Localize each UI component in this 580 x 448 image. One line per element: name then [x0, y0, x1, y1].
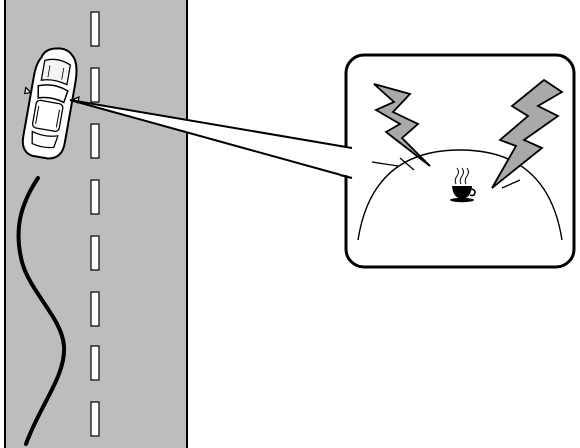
car-hood — [40, 58, 72, 86]
stress-line — [399, 157, 415, 171]
lane-dash — [90, 235, 100, 271]
stress-line — [371, 161, 399, 167]
cup-body — [452, 186, 472, 199]
callout-joint-line — [339, 174, 353, 179]
car-hood-line — [47, 65, 51, 78]
car-cabin — [31, 99, 64, 132]
callout-joint-line — [339, 145, 353, 149]
callout-bubble — [339, 53, 576, 269]
lane-dash — [90, 291, 100, 327]
stress-line — [501, 179, 521, 189]
car-seat-line — [55, 109, 60, 128]
car-rear-window — [31, 130, 59, 149]
left-lightning-icon — [373, 83, 431, 167]
swerving-path — [16, 176, 67, 446]
car-hood-line — [61, 67, 65, 80]
road-surface — [5, 0, 187, 448]
car-windshield — [37, 84, 69, 104]
lane-dash — [90, 67, 100, 103]
lane-dash — [90, 123, 100, 159]
lane-dash — [90, 401, 100, 437]
steam-line — [454, 167, 459, 185]
road — [4, 0, 188, 448]
steam-line — [464, 167, 469, 185]
lane-center-dashes — [90, 11, 100, 437]
callout-pointer-lower-line — [69, 99, 353, 179]
right-lightning-icon — [491, 78, 564, 189]
steam-line — [459, 167, 464, 185]
lane-dash — [90, 11, 100, 47]
cup-handle — [469, 188, 476, 197]
callout-joint — [340, 146, 356, 177]
car — [21, 47, 80, 160]
driver-head-arc — [357, 149, 563, 241]
callout-pointer — [69, 99, 353, 179]
lane-dash — [90, 345, 100, 381]
callout-pointer-upper-line — [69, 99, 353, 149]
lane-dash — [90, 179, 100, 215]
car-seat-line — [35, 106, 40, 124]
coffee-cup-icon — [450, 167, 476, 203]
cup-saucer — [450, 197, 474, 203]
car-left-mirror — [23, 86, 33, 95]
